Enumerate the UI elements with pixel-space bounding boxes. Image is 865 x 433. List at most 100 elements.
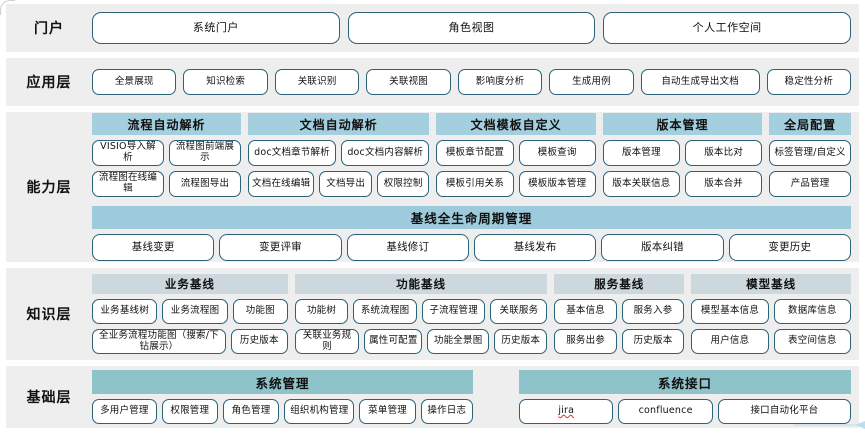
knowledge-group-service-baseline: 服务基线 基本信息 服务入参 服务出参 历史版本 xyxy=(554,274,685,354)
portal-item-0[interactable]: 系统门户 xyxy=(92,12,340,44)
foundation-item-jira[interactable]: jira xyxy=(519,399,614,424)
group-header: 业务基线 xyxy=(92,274,288,294)
lifecycle-item[interactable]: 变更评审 xyxy=(219,234,342,261)
knowledge-item[interactable]: 全业务流程功能图（搜索/下钻展示） xyxy=(92,329,226,354)
capability-group-global-config: 全局配置 标签管理/自定义 产品管理 xyxy=(769,113,852,197)
foundation-group-system-management: 系统管理 多用户管理 权限管理 角色管理 组织机构管理 菜单管理 操作日志 xyxy=(92,370,473,424)
knowledge-item[interactable]: 服务入参 xyxy=(621,299,685,324)
lifecycle-item[interactable]: 基线发布 xyxy=(473,234,597,261)
knowledge-item[interactable]: 历史版本 xyxy=(494,329,548,354)
capability-item[interactable]: 版本合并 xyxy=(685,171,763,197)
group-header: 功能基线 xyxy=(294,274,548,294)
portal-item-2[interactable]: 个人工作空间 xyxy=(603,12,852,44)
foundation-item-confluence[interactable]: confluence xyxy=(618,399,713,424)
group-header: 全局配置 xyxy=(769,113,852,135)
layer-label-application: 应用层 xyxy=(26,75,72,91)
foundation-item[interactable]: 权限管理 xyxy=(161,399,218,424)
capability-item[interactable]: VISIO导入解析 xyxy=(92,140,164,166)
foundation-item[interactable]: 操作日志 xyxy=(420,399,473,424)
lifecycle-item[interactable]: 基线变更 xyxy=(92,234,215,261)
group-header: 系统接口 xyxy=(519,370,851,394)
knowledge-item[interactable]: 表空间信息 xyxy=(773,329,851,354)
knowledge-item[interactable]: 业务流程图 xyxy=(162,299,228,324)
knowledge-groups: 业务基线 业务基线树 业务流程图 功能图 全业务流程功能图（搜索/下钻展示） 历… xyxy=(92,274,851,354)
knowledge-item[interactable]: 关联业务规则 xyxy=(294,329,360,354)
capability-item[interactable]: 流程图导出 xyxy=(168,171,241,197)
lifecycle-header: 基线全生命周期管理 xyxy=(92,206,851,229)
knowledge-item[interactable]: 历史版本 xyxy=(621,329,685,354)
capability-groups: 流程自动解析 VISIO导入解析 流程图前端展示 流程图在线编辑 流程图导出 xyxy=(92,113,852,197)
portal-item-1[interactable]: 角色视图 xyxy=(347,12,596,44)
capability-item[interactable]: 版本比对 xyxy=(685,140,763,166)
knowledge-group-function-baseline: 功能基线 功能树 系统流程图 子流程管理 关联服务 关联业务规则 属性可配置 功… xyxy=(294,274,548,354)
foundation-groups: 系统管理 多用户管理 权限管理 角色管理 组织机构管理 菜单管理 操作日志 系统… xyxy=(92,370,851,424)
knowledge-item[interactable]: 关联服务 xyxy=(490,299,548,324)
lifecycle-items: 基线变更 变更评审 基线修订 基线发布 版本纠错 变更历史 xyxy=(92,234,851,261)
capability-item[interactable]: 文档导出 xyxy=(319,171,372,197)
knowledge-item[interactable]: 服务出参 xyxy=(554,329,617,354)
group-header: 流程自动解析 xyxy=(92,113,241,135)
layer-body-knowledge: 业务基线 业务基线树 业务流程图 功能图 全业务流程功能图（搜索/下钻展示） 历… xyxy=(92,267,859,361)
capability-item[interactable]: doc文档章节解析 xyxy=(247,140,337,166)
application-item-3[interactable]: 关联视图 xyxy=(366,69,451,95)
knowledge-item[interactable]: 业务基线树 xyxy=(92,299,158,324)
capability-item[interactable]: 版本管理 xyxy=(602,140,680,166)
capability-item[interactable]: 模板引用关系 xyxy=(436,171,514,197)
foundation-item[interactable]: 接口自动化平台 xyxy=(717,399,851,424)
knowledge-item[interactable]: 属性可配置 xyxy=(364,329,423,354)
capability-item[interactable]: doc文档内容解析 xyxy=(341,140,430,166)
capability-item[interactable]: 流程图前端展示 xyxy=(168,140,241,166)
knowledge-item[interactable]: 历史版本 xyxy=(230,329,288,354)
capability-item[interactable]: 标签管理/自定义 xyxy=(769,140,852,166)
group-header: 服务基线 xyxy=(554,274,685,294)
capability-item[interactable]: 模板版本管理 xyxy=(518,171,596,197)
knowledge-item[interactable]: 数据库信息 xyxy=(773,299,851,324)
layer-label-knowledge: 知识层 xyxy=(26,307,72,323)
knowledge-item[interactable]: 用户信息 xyxy=(691,329,769,354)
capability-group-version: 版本管理 版本管理 版本比对 版本关联信息 版本合并 xyxy=(602,113,763,197)
capability-item[interactable]: 权限控制 xyxy=(376,171,430,197)
knowledge-item[interactable]: 子流程管理 xyxy=(421,299,486,324)
application-item-0[interactable]: 全景展现 xyxy=(92,69,177,95)
application-item-6[interactable]: 自动生成导出文档 xyxy=(640,69,760,95)
layer-label-portal: 门户 xyxy=(34,21,64,37)
application-item-4[interactable]: 影响度分析 xyxy=(457,69,543,95)
knowledge-item[interactable]: 系统流程图 xyxy=(353,299,417,324)
layer-band-portal: 门户 系统门户 角色视图 个人工作空间 xyxy=(6,4,859,52)
layer-body-capability: 流程自动解析 VISIO导入解析 流程图前端展示 流程图在线编辑 流程图导出 xyxy=(92,106,859,268)
capability-item[interactable]: 流程图在线编辑 xyxy=(92,171,164,197)
capability-item[interactable]: 模板章节配置 xyxy=(436,140,514,166)
application-item-5[interactable]: 生成用例 xyxy=(549,69,634,95)
application-item-7[interactable]: 稳定性分析 xyxy=(766,69,852,95)
knowledge-item[interactable]: 功能图 xyxy=(232,299,288,324)
layer-body-portal: 系统门户 角色视图 个人工作空间 xyxy=(92,5,859,51)
foundation-item[interactable]: 多用户管理 xyxy=(92,399,157,424)
knowledge-item[interactable]: 功能全景图 xyxy=(427,329,490,354)
foundation-item[interactable]: 组织机构管理 xyxy=(284,399,355,424)
group-header: 系统管理 xyxy=(92,370,473,394)
capability-group-doc-parse: 文档自动解析 doc文档章节解析 doc文档内容解析 文档在线编辑 文档导出 权… xyxy=(247,113,430,197)
knowledge-item[interactable]: 功能树 xyxy=(294,299,349,324)
lifecycle-item[interactable]: 版本纠错 xyxy=(601,234,724,261)
capability-item[interactable]: 产品管理 xyxy=(769,171,852,197)
capability-item[interactable]: 文档在线编辑 xyxy=(247,171,315,197)
lifecycle-item[interactable]: 基线修订 xyxy=(346,234,469,261)
corner-decoration-top-left xyxy=(0,0,15,15)
application-item-1[interactable]: 知识检索 xyxy=(183,69,268,95)
decorative-arrow-bottom-right xyxy=(793,421,865,429)
knowledge-group-model-baseline: 模型基线 模型基本信息 数据库信息 用户信息 表空间信息 xyxy=(691,274,851,354)
capability-lifecycle-group: 基线全生命周期管理 基线变更 变更评审 基线修订 基线发布 版本纠错 变更历史 xyxy=(92,206,851,261)
knowledge-item[interactable]: 基本信息 xyxy=(554,299,617,324)
foundation-item[interactable]: 角色管理 xyxy=(222,399,280,424)
knowledge-item[interactable]: 模型基本信息 xyxy=(691,299,769,324)
foundation-item[interactable]: 菜单管理 xyxy=(359,399,416,424)
capability-group-doc-template: 文档模板自定义 模板章节配置 模板查询 模板引用关系 模板版本管理 xyxy=(436,113,596,197)
application-item-2[interactable]: 关联识别 xyxy=(274,69,360,95)
layer-body-foundation: 系统管理 多用户管理 权限管理 角色管理 组织机构管理 菜单管理 操作日志 系统… xyxy=(92,363,859,431)
capability-item[interactable]: 版本关联信息 xyxy=(602,171,680,197)
group-header: 版本管理 xyxy=(602,113,763,135)
jira-label: jira xyxy=(558,405,575,417)
lifecycle-item[interactable]: 变更历史 xyxy=(728,234,851,261)
capability-item[interactable]: 模板查询 xyxy=(518,140,596,166)
